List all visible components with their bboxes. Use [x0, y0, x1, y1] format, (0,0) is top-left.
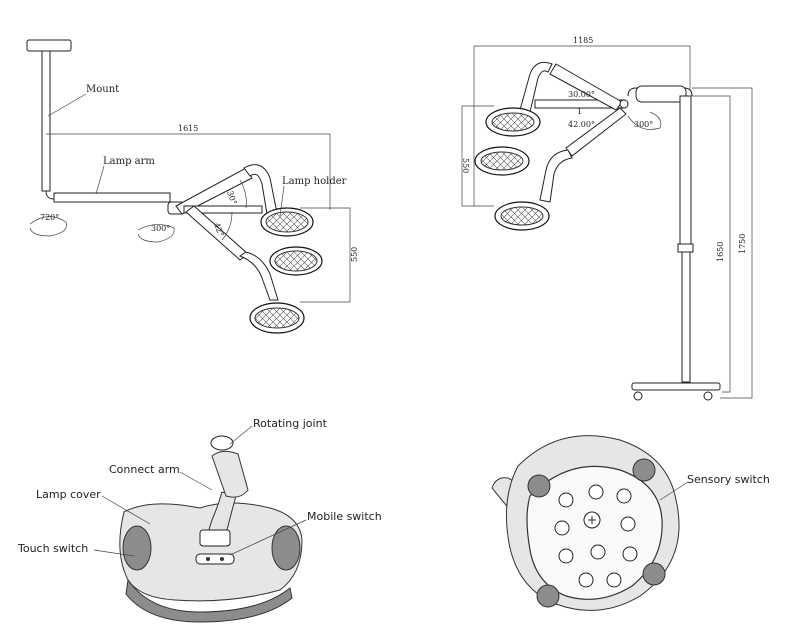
dimension-1: 1: [577, 107, 582, 116]
stand-column-upper: [679, 95, 692, 247]
mount-label: Mount: [86, 84, 119, 95]
lobe-4: [536, 584, 560, 608]
rotation-300-icon-2: [627, 111, 662, 130]
lobe-1: [527, 474, 551, 498]
height-1650: 1650: [716, 242, 725, 262]
rotating-joint-label: Rotating joint: [253, 417, 328, 430]
height-1650-line: [692, 95, 731, 393]
lamp-arm: [53, 192, 171, 203]
caster-left: [633, 391, 643, 401]
lamp-face-detail: Sensory switch: [491, 435, 770, 611]
lobe-3: [642, 562, 666, 586]
lobe-2: [632, 458, 656, 482]
lamp-base-rim: [125, 578, 293, 623]
lamp-head-detail: Rotating joint Connect arm Lamp cover Mo…: [17, 417, 382, 623]
caster-right: [703, 391, 713, 401]
connect-arm-label: Connect arm: [109, 463, 180, 476]
width-dimension: 1615: [178, 124, 198, 133]
holder-dimension-line-2: [461, 105, 494, 207]
height-1750: 1750: [738, 234, 747, 254]
rotation-300-icon: [137, 224, 175, 243]
top-dimension: 1185: [573, 36, 593, 45]
height-1750-line: [692, 87, 753, 399]
touch-switch-label: Touch switch: [17, 542, 88, 555]
rotation-300-2: 300°: [634, 120, 653, 129]
mobile-switch-label: Mobile switch: [307, 510, 382, 523]
sensory-switch-label: Sensory switch: [687, 473, 770, 486]
stand-column-lower: [681, 251, 691, 383]
arm-pivot: [619, 99, 629, 109]
holder-dimension: 550: [350, 247, 359, 262]
lamp-holder-label: Lamp holder: [282, 176, 347, 187]
lamp-cover-label: Lamp cover: [36, 488, 101, 501]
ceiling-mount-diagram: 1615 550 30° 42° 720° 300° Mount Lamp ar…: [26, 39, 359, 334]
mobile-switch: [195, 553, 235, 565]
rotation-720: 720°: [40, 213, 59, 222]
angle-30-2: 30.00°: [568, 90, 595, 99]
mount-pole: [41, 50, 51, 192]
lamp-head-2: [269, 246, 323, 276]
lamp-head-1: [260, 207, 314, 237]
lamp-head-c: [494, 201, 550, 231]
lamp-head-a: [485, 107, 541, 137]
rotation-300: 300°: [151, 224, 170, 233]
floor-stand-diagram: 1185 550 3: [461, 36, 753, 401]
mount-plate: [26, 39, 72, 52]
angle-30: 30°: [225, 190, 238, 206]
lamp-head-b: [474, 146, 530, 176]
lamp-arm-label: Lamp arm: [103, 156, 155, 167]
angle-42-2: 42.00°: [568, 120, 595, 129]
holder-dimension-2: 550: [461, 158, 470, 173]
lamp-head-3: [249, 302, 305, 334]
rotating-joint-shape: [210, 435, 234, 451]
rotation-720-icon: [29, 216, 67, 237]
holder-dimension-line: [300, 207, 351, 303]
